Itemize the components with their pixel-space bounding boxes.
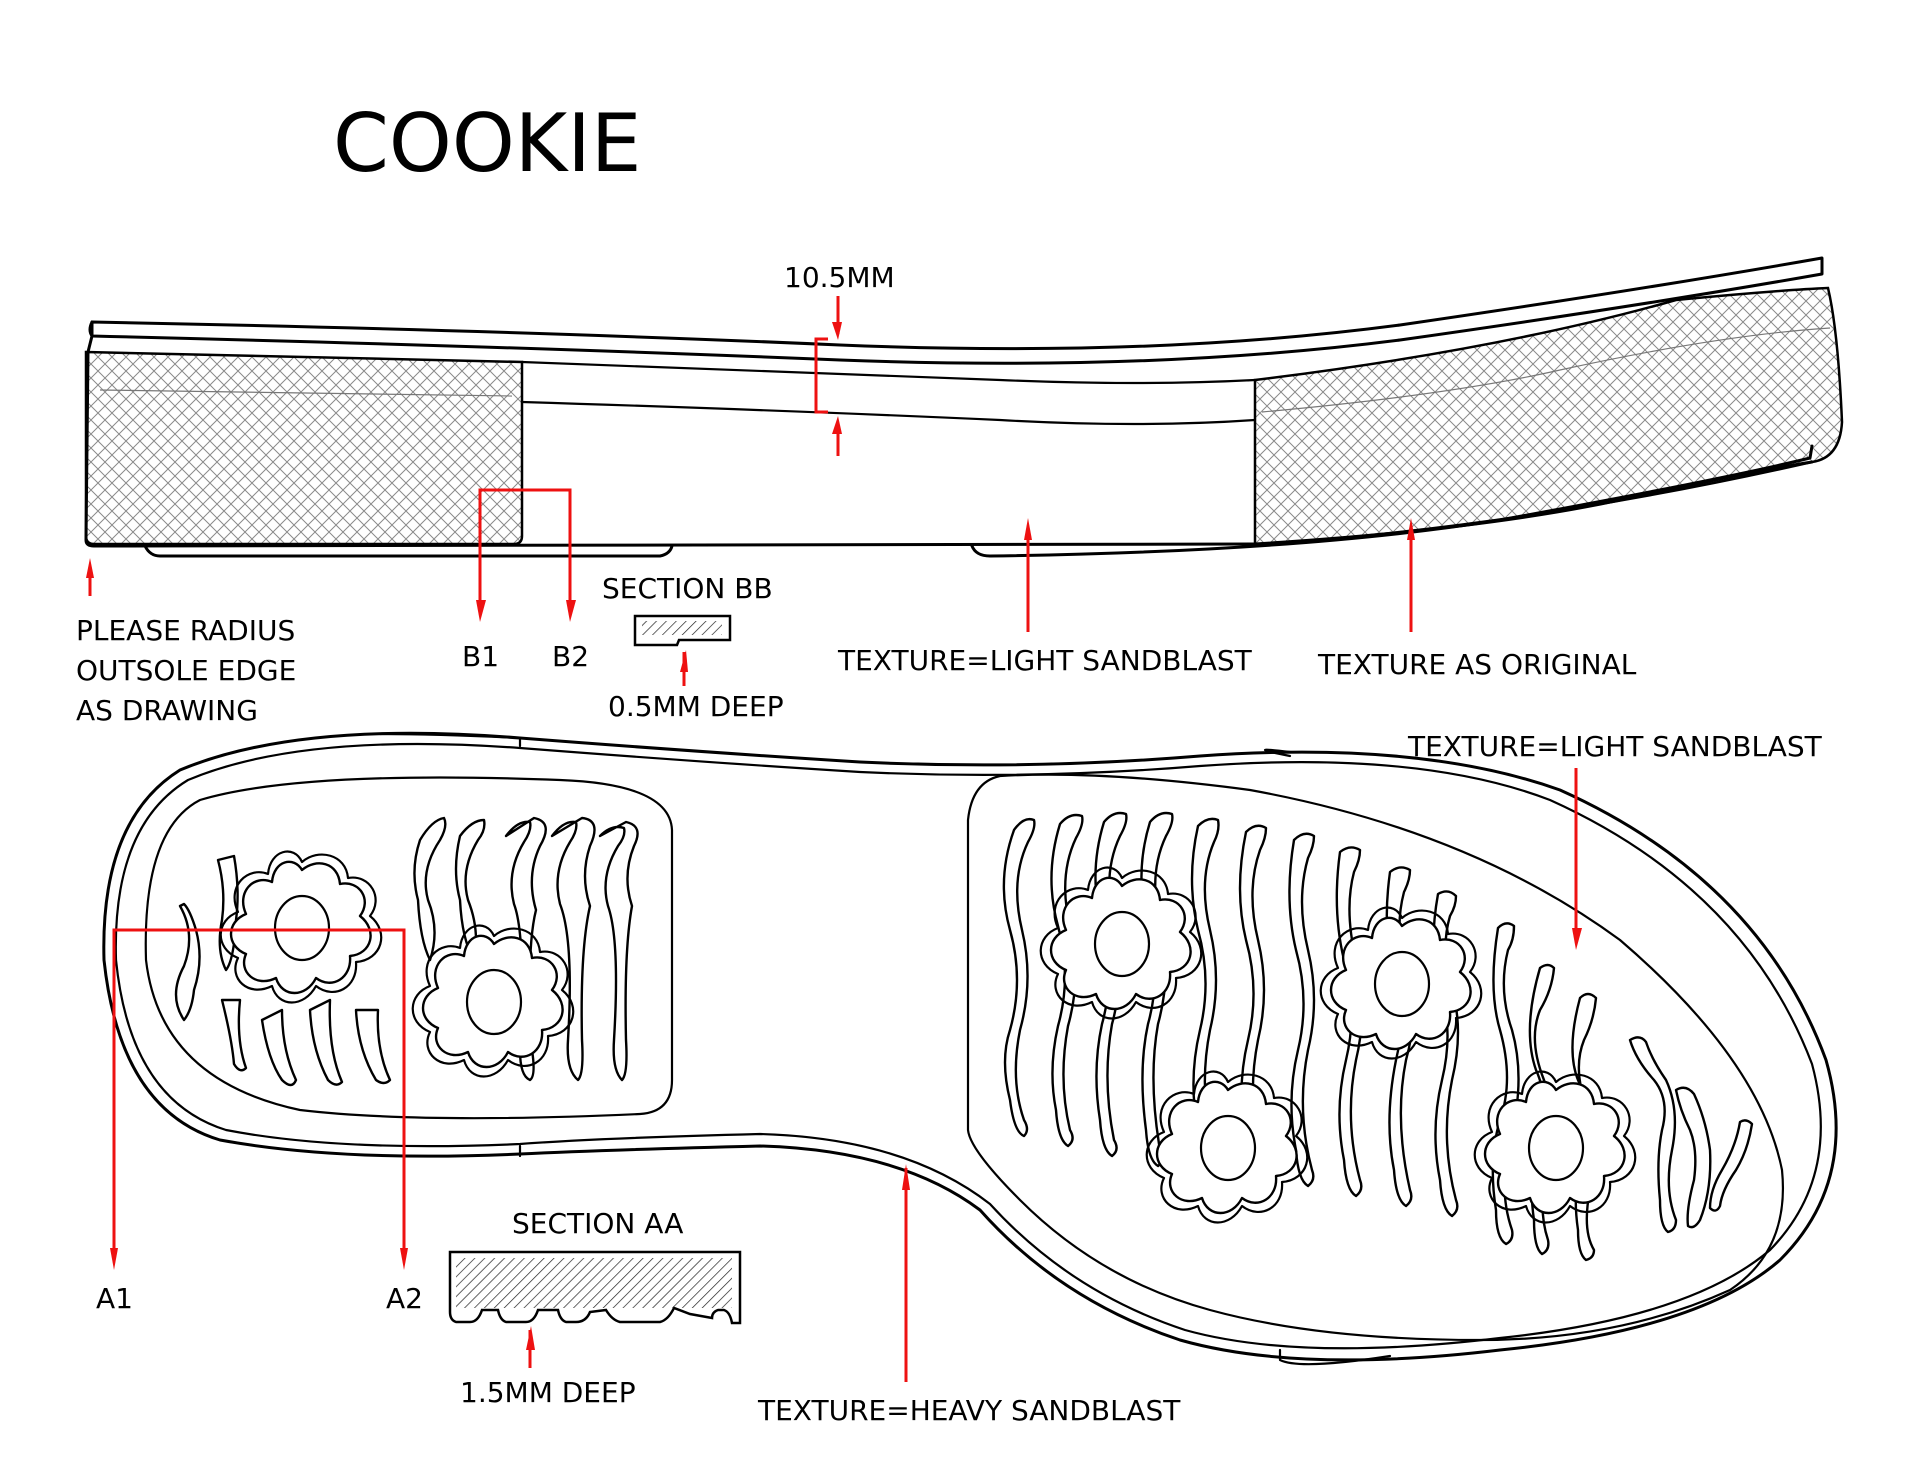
heel-tread-pad [144,776,674,1120]
marker-b1: B1 [462,640,499,673]
toe-texture-note: TEXTURE AS ORIGINAL [1317,518,1637,681]
heel-wave-treads [174,816,639,1087]
bottom-view [102,731,1838,1366]
waist-texture-label: TEXTURE=HEAVY SANDBLAST [757,1394,1181,1427]
section-bb: SECTION BB 0.5MM DEEP [602,572,784,723]
midfoot-texture-label: TEXTURE=LIGHT SANDBLAST [837,644,1253,677]
marker-a1: A1 [96,1282,133,1315]
forefoot-flower-3 [1145,1070,1309,1224]
forefoot-tread-pad [966,773,1784,1342]
forefoot-texture-note: TEXTURE=LIGHT SANDBLAST [1407,730,1823,950]
radius-note-line-1: PLEASE RADIUS [76,614,295,647]
section-aa-title: SECTION AA [512,1207,683,1240]
dimension-label: 10.5MM [784,261,895,294]
section-bb-title: SECTION BB [602,572,773,605]
section-aa-depth: 1.5MM DEEP [460,1376,636,1409]
midfoot-texture-note: TEXTURE=LIGHT SANDBLAST [837,518,1253,677]
heel-flower-1 [219,850,383,1004]
waist-texture-note: TEXTURE=HEAVY SANDBLAST [757,1164,1181,1427]
section-aa-marker: A1 A2 [96,928,423,1315]
drawing-title: COOKIE [333,97,641,190]
section-aa: SECTION AA 1.5MM DEEP [448,1207,742,1409]
radius-note-line-2: OUTSOLE EDGE [76,654,296,687]
section-bb-marker: B1 B2 [462,488,589,673]
section-bb-depth: 0.5MM DEEP [608,690,784,723]
heel-flower-2 [411,924,575,1078]
radius-note-line-3: AS DRAWING [76,694,258,727]
heel-texture-panel [84,350,524,546]
side-view [84,256,1844,558]
radius-note: PLEASE RADIUS OUTSOLE EDGE AS DRAWING [76,558,296,727]
marker-b2: B2 [552,640,589,673]
toe-texture-label: TEXTURE AS ORIGINAL [1317,648,1637,681]
thickness-dimension: 10.5MM [784,261,895,456]
toe-texture-panel [1253,286,1844,546]
forefoot-texture-label: TEXTURE=LIGHT SANDBLAST [1407,730,1823,763]
marker-a2: A2 [386,1282,423,1315]
